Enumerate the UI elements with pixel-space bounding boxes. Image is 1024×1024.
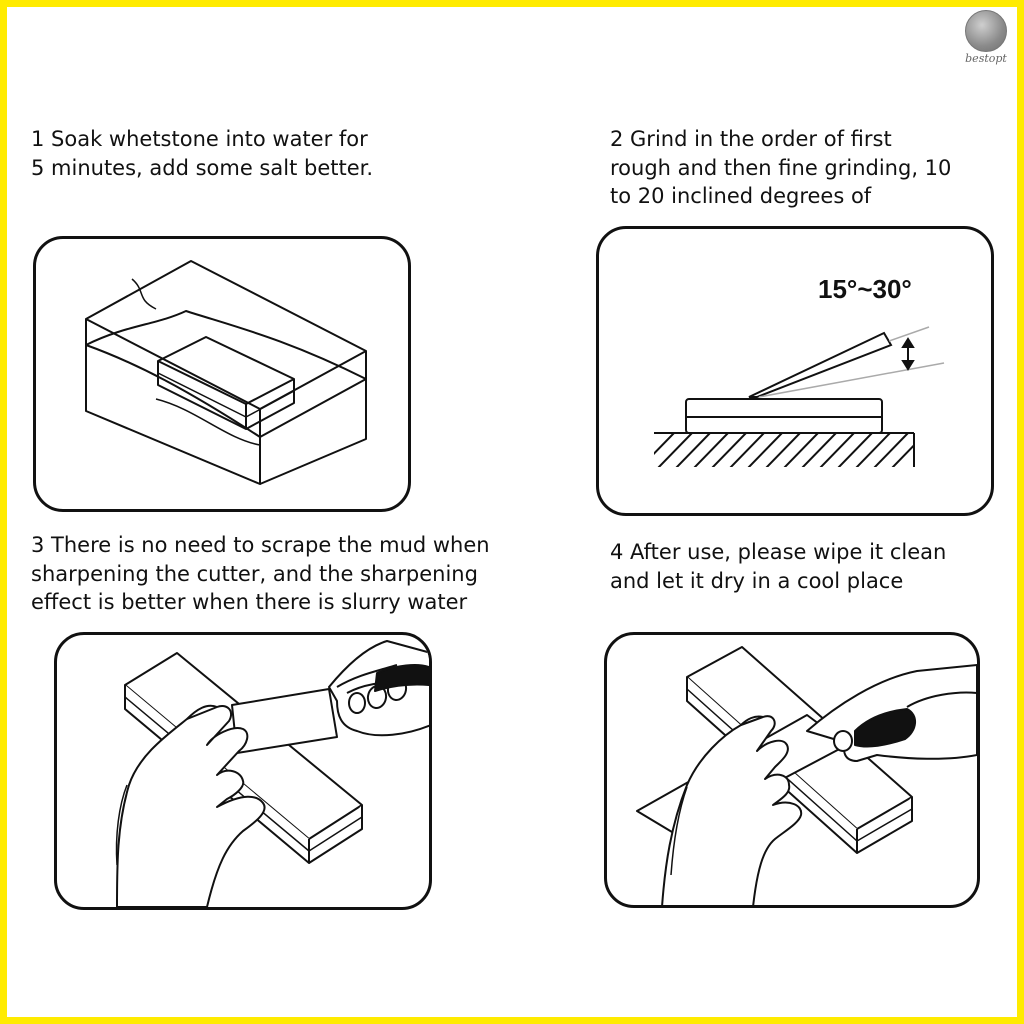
step-2-line-3: to 20 inclined degrees of [610, 184, 872, 208]
logo-badge-icon [965, 10, 1007, 52]
brand-name: bestopt [965, 52, 1007, 65]
grinding-angle-icon [654, 326, 945, 467]
step-1-text: 1 Soak whetstone into water for 5 minute… [31, 125, 373, 182]
step-3-text: 3 There is no need to scrape the mud whe… [31, 531, 490, 617]
step-3-line-2: sharpening the cutter, and the sharpenin… [31, 561, 478, 586]
sharpening-hands-icon [115, 640, 429, 907]
wiping-clean-icon [636, 646, 977, 905]
brand-logo: bestopt [958, 10, 1014, 70]
step-1-line-2: 5 minutes, add some salt better. [31, 155, 374, 180]
step-4-illustration [604, 632, 980, 908]
step-4-text: 4 After use, please wipe it clean and le… [610, 538, 946, 595]
step-3-line-1: 3 There is no need to scrape the mud whe… [31, 533, 490, 557]
step-2-text: 2 Grind in the order of first rough and … [610, 125, 951, 211]
step-3-illustration [54, 632, 432, 910]
step-3-line-3: effect is better when there is slurry wa… [31, 590, 468, 614]
angle-range-label: 15°~30° [818, 274, 912, 304]
step-2-illustration [596, 226, 994, 516]
step-1-illustration [33, 236, 411, 512]
soaking-basin-icon [85, 260, 367, 485]
step-4-line-2: and let it dry in a cool place [610, 568, 904, 593]
step-2-line-1: 2 Grind in the order of first [610, 127, 892, 151]
step-1-line-1: 1 Soak whetstone into water for [31, 127, 368, 151]
step-4-line-1: 4 After use, please wipe it clean [610, 540, 947, 564]
step-2-line-2: rough and then fine grinding, 10 [610, 155, 952, 180]
